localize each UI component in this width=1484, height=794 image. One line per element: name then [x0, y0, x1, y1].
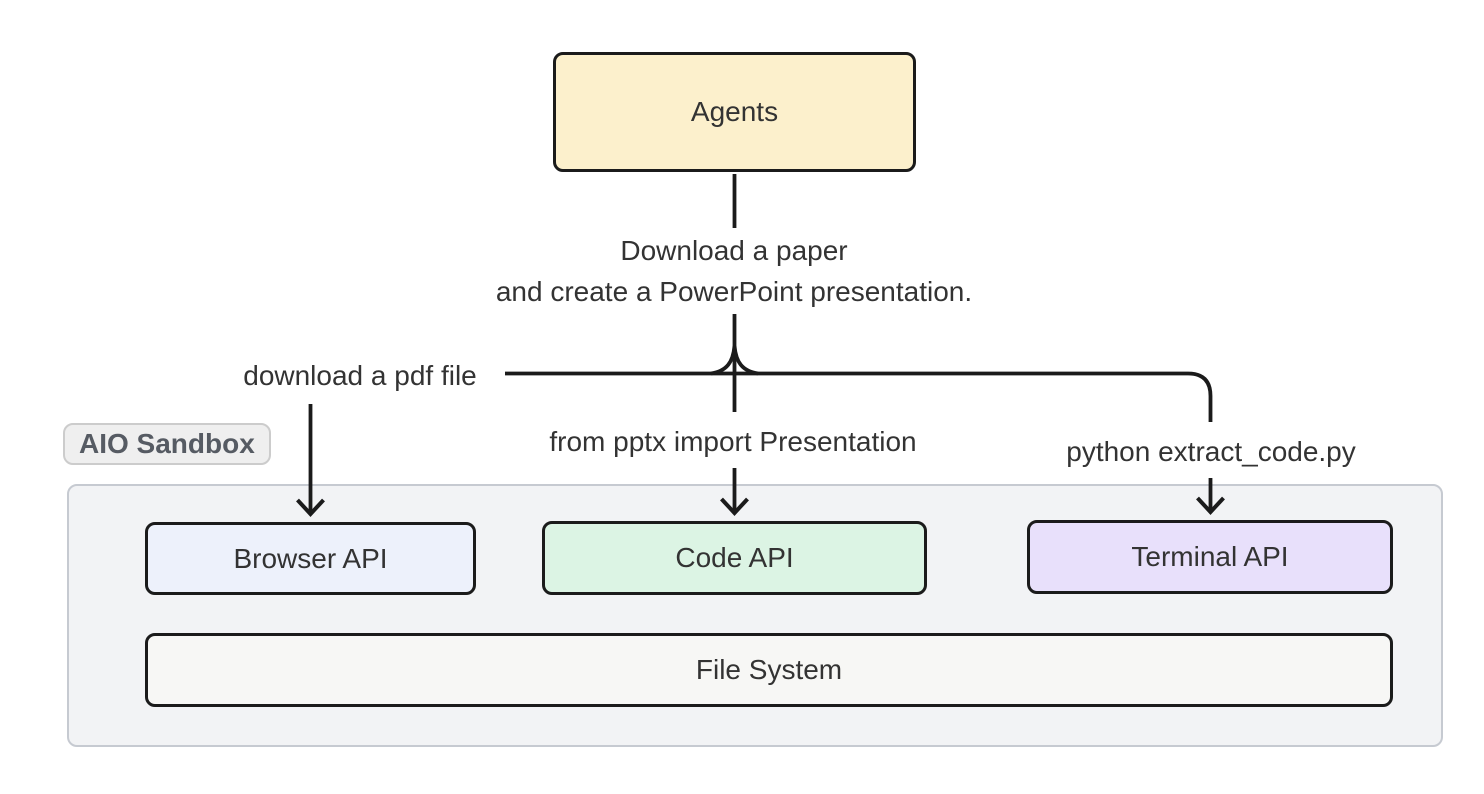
edge-junction-flare-left [710, 345, 737, 376]
edge-label-code: from pptx import Presentation [549, 426, 917, 457]
code-api-node: Code API [542, 521, 927, 595]
edge-branch-line [505, 371, 1213, 422]
edge-label-terminal: python extract_code.py [1066, 436, 1356, 467]
browser-api-node: Browser API [145, 522, 476, 595]
file-system-node: File System [145, 633, 1393, 707]
agents-node: Agents [553, 52, 916, 172]
agents-node-label: Agents [690, 96, 779, 127]
task-label-line2: and create a PowerPoint presentation. [495, 276, 973, 307]
aio-sandbox-badge: AIO Sandbox [63, 423, 271, 465]
code-api-node-label: Code API [675, 542, 794, 573]
browser-api-node-label: Browser API [233, 542, 388, 574]
terminal-api-node-label: Terminal API [1131, 541, 1289, 572]
edge-junction-flare-right [732, 345, 759, 376]
file-system-node-label: File System [695, 654, 843, 685]
terminal-api-node: Terminal API [1027, 520, 1393, 594]
aio-sandbox-badge-label: AIO Sandbox [79, 428, 255, 459]
edge-label-browser: download a pdf file [243, 360, 477, 391]
task-label-line1: Download a paper [620, 235, 848, 266]
task-label: Download a paper and create a PowerPoint… [483, 228, 985, 314]
